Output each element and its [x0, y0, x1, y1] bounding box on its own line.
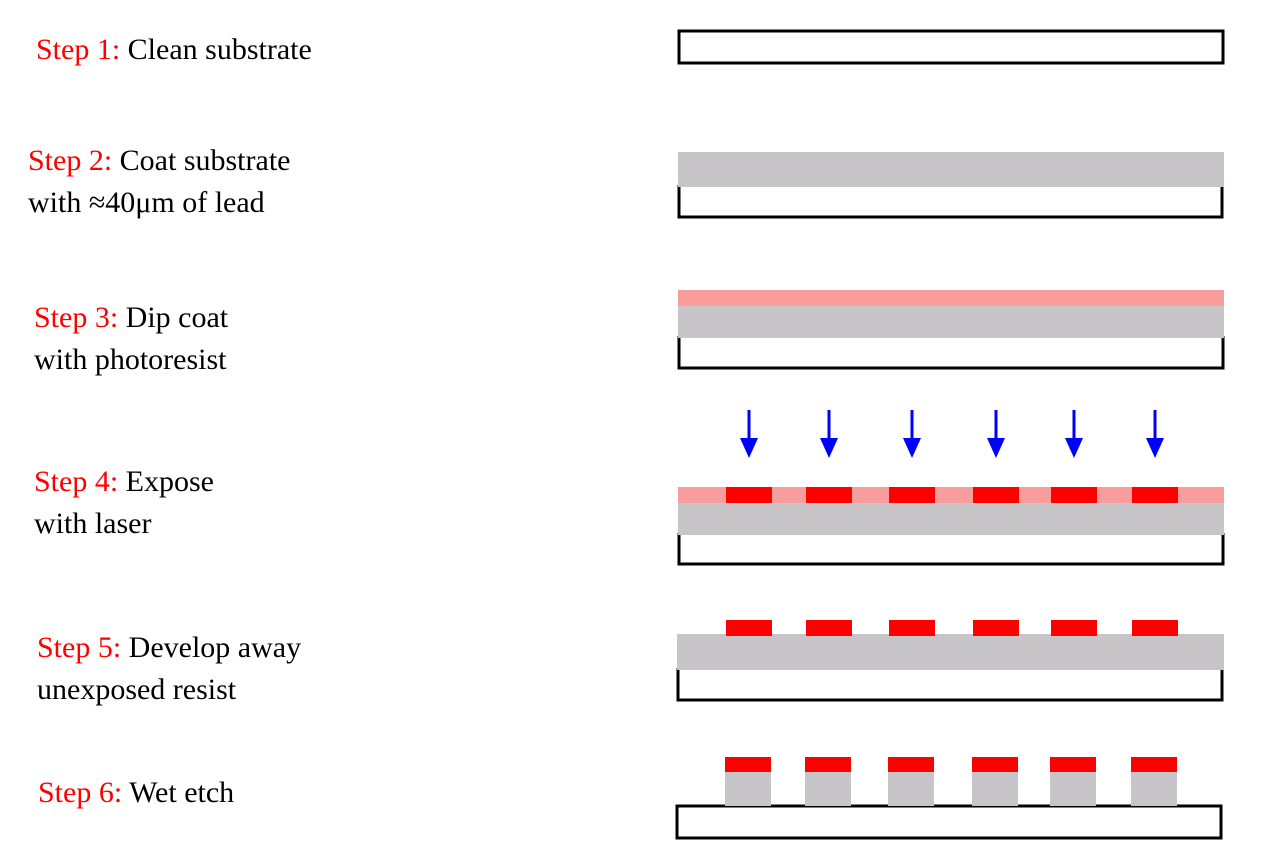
step-4-text-line-2: with laser — [34, 507, 152, 540]
substrate — [676, 668, 1224, 702]
exposed-resist-block — [889, 487, 935, 503]
lead-pillar — [972, 771, 1018, 806]
lead-pillar — [805, 771, 851, 806]
exposed-resist-block — [889, 620, 935, 636]
step-3-label: Step 3: Dip coat with photoresist — [34, 297, 228, 381]
step-2-label: Step 2: Coat substrate with ≈40μm of lea… — [28, 140, 290, 224]
lead-pillar — [1131, 771, 1177, 806]
step-5-label: Step 5: Develop away unexposed resist — [37, 627, 301, 711]
resist-cap — [725, 757, 771, 772]
exposed-resist-block — [1132, 487, 1178, 503]
step-4-number: Step 4: — [34, 465, 119, 498]
step-6-label: Step 6: Wet etch — [38, 772, 234, 814]
lead-pillar — [725, 771, 771, 806]
substrate — [677, 29, 1225, 65]
laser-arrow-head — [820, 438, 838, 458]
laser-arrow-head — [987, 438, 1005, 458]
exposed-resist-block — [973, 487, 1019, 503]
laser-arrow-head — [903, 438, 921, 458]
laser-arrow-icon — [820, 410, 838, 458]
resist-cap — [972, 757, 1018, 772]
step-2-number: Step 2: — [28, 144, 113, 177]
substrate — [677, 336, 1225, 370]
exposed-resist-block — [1051, 620, 1097, 636]
exposed-resist-block — [1051, 487, 1097, 503]
step-5-number: Step 5: — [37, 631, 122, 664]
resist-cap — [888, 757, 934, 772]
lead-layer — [678, 305, 1224, 338]
step-6-diagram — [675, 757, 1223, 840]
step-4-label: Step 4: Expose with laser — [34, 461, 214, 545]
step-3-number: Step 3: — [34, 301, 119, 334]
lead-pillar — [888, 771, 934, 806]
exposed-resist-block — [973, 620, 1019, 636]
resist-cap — [1050, 757, 1096, 772]
step-3-diagram — [677, 290, 1225, 370]
exposed-resist-block — [726, 620, 772, 636]
step-3-text-line-2: with photoresist — [34, 343, 227, 376]
step-1-label: Step 1: Clean substrate — [36, 29, 312, 71]
laser-arrow-head — [740, 438, 758, 458]
laser-arrow-icon — [1146, 410, 1164, 458]
laser-arrow-icon — [987, 410, 1005, 458]
step-2-diagram — [677, 152, 1224, 219]
step-5-text-line-2: unexposed resist — [37, 673, 237, 706]
step-5-diagram — [676, 620, 1224, 702]
step-1-diagram — [677, 29, 1225, 65]
resist-cap — [1131, 757, 1177, 772]
step-2-text-line-1: Coat substrate — [119, 144, 291, 177]
step-5-text-line-1: Develop away — [128, 631, 302, 664]
step-6-number: Step 6: — [38, 776, 123, 809]
exposed-resist-block — [726, 487, 772, 503]
step-3-text-line-1: Dip coat — [125, 301, 229, 334]
substrate — [677, 185, 1224, 219]
step-4-text-line-1: Expose — [125, 465, 214, 498]
substrate — [675, 804, 1223, 840]
lead-layer — [678, 502, 1224, 535]
step-2-text-line-2: with ≈40μm of lead — [28, 186, 265, 219]
lead-pillar — [1050, 771, 1096, 806]
lead-layer — [677, 634, 1224, 670]
laser-arrow-icon — [740, 410, 758, 458]
lead-layer — [678, 152, 1224, 187]
laser-arrow-head — [1065, 438, 1083, 458]
laser-arrow-head — [1146, 438, 1164, 458]
step-1-text: Clean substrate — [127, 33, 312, 66]
exposed-resist-block — [1132, 620, 1178, 636]
step-1-number: Step 1: — [36, 33, 121, 66]
laser-arrow-icon — [1065, 410, 1083, 458]
step-4-diagram — [677, 410, 1225, 566]
resist-cap — [805, 757, 851, 772]
exposed-resist-block — [806, 620, 852, 636]
photoresist-layer — [678, 290, 1224, 306]
substrate — [677, 533, 1225, 566]
laser-arrow-icon — [903, 410, 921, 458]
exposed-resist-block — [806, 487, 852, 503]
step-6-text: Wet etch — [129, 776, 235, 809]
